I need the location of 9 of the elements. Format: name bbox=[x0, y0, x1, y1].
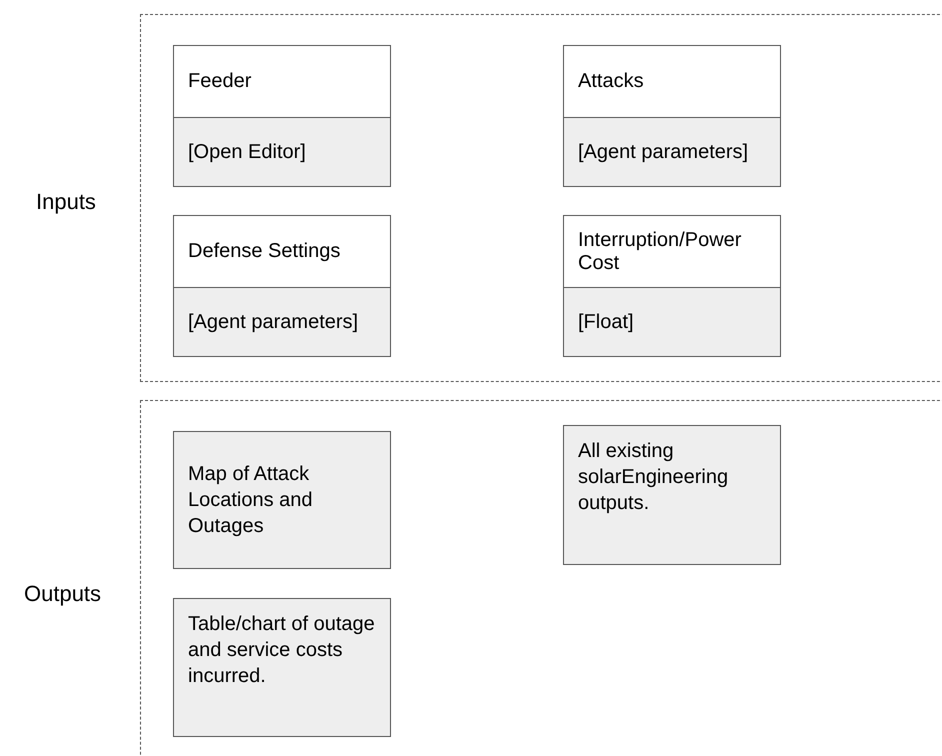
card-value: [Agent parameters] bbox=[564, 118, 780, 186]
card-value: [Float] bbox=[564, 288, 780, 356]
group-title: Inputs bbox=[36, 189, 96, 215]
output-box: Table/chart of outage and service costs incurred. bbox=[173, 598, 391, 737]
card-value: [Agent parameters] bbox=[174, 288, 390, 356]
output-box: Map of Attack Locations and Outages bbox=[173, 431, 391, 569]
card-value: [Open Editor] bbox=[174, 118, 390, 186]
output-box: All existing solarEngineering outputs. bbox=[563, 425, 781, 565]
group-title: Outputs bbox=[24, 581, 102, 607]
